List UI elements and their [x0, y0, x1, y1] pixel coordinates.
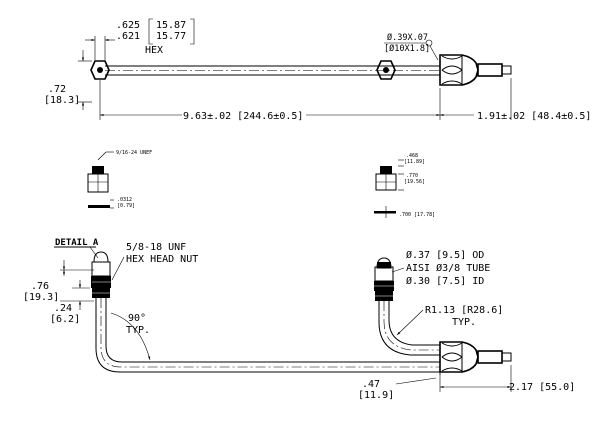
top-tube	[105, 65, 440, 76]
radius-typ: TYP.	[452, 317, 476, 328]
nut-washer-mm: [0.79]	[117, 203, 135, 209]
dim-24-mm: [6.2]	[50, 314, 80, 325]
nut-washer-in: .0312	[117, 197, 132, 203]
nut-label-line1: 5/8-18 UNF	[126, 242, 186, 253]
tube-callout: Ø.39X.07 [Ø10X1.8]	[384, 32, 439, 61]
angle-typ: TYP.	[126, 325, 150, 336]
top-view: .625 .621 15.87 15.77 HEX Ø.39X.07 [Ø10X…	[44, 18, 591, 122]
angle-label: 90°	[128, 313, 146, 324]
dim-217: 2.17 [55.0]	[440, 365, 575, 393]
dim-47-in: .47	[362, 379, 380, 390]
radius-label: R1.13 [R28.6]	[425, 305, 503, 316]
bottom-right-tube	[378, 301, 440, 356]
tube-label: AISI Ø3/8 TUBE	[406, 262, 490, 274]
nut-detail-left: 9/16-24 UNEF .0312 [0.79]	[87, 150, 152, 209]
bottom-right-end-fitting	[439, 341, 512, 373]
od-label: Ø.37 [9.5] OD	[406, 249, 484, 261]
tube-callout-mm: [Ø10X1.8]	[384, 43, 430, 54]
dim-76-in: .76	[31, 281, 49, 292]
main-length-text: 9.63±.02 [244.6±0.5]	[183, 111, 303, 122]
top-mid-hex-nut	[376, 60, 396, 80]
bottom-tube	[95, 298, 440, 373]
dim-76: .76 [19.3]	[23, 260, 94, 303]
dim-hex-mm-top: 15.87	[156, 20, 186, 31]
nut-right-dim2-mm: [19.56]	[404, 179, 425, 185]
nut-thread-label: 9/16-24 UNEF	[116, 150, 152, 156]
dim-47-mm: [11.9]	[358, 390, 394, 401]
right-length-text: 1.91±.02 [48.4±0.5]	[477, 111, 591, 122]
detail-a-label: DETAIL A	[55, 238, 99, 248]
nut-detail-right: .468 [11.89] .770 [19.56] .700 [17.78]	[374, 153, 435, 218]
dim-hex-width: .625 .621 15.87 15.77 HEX	[85, 18, 195, 60]
dim-left-height: .72 [18.3]	[44, 50, 92, 110]
top-left-hex-nut	[90, 60, 110, 80]
dim-right-length: 1.91±.02 [48.4±0.5]	[440, 78, 591, 122]
nut-right-dim2-in: .770	[406, 173, 418, 179]
left-height-in: .72	[48, 84, 66, 95]
bottom-left-fitting	[91, 251, 111, 298]
hex-label: HEX	[145, 45, 163, 56]
tube-callout-in: Ø.39X.07	[387, 32, 428, 43]
left-height-mm: [18.3]	[44, 95, 80, 106]
bottom-right-fitting	[374, 257, 394, 301]
dim-217-text: 2.17 [55.0]	[509, 382, 575, 393]
top-right-fitting	[439, 54, 512, 86]
dim-hex-in-bottom: .621	[116, 31, 140, 42]
dim-24-in: .24	[54, 303, 72, 314]
bottom-view: DETAIL A 5/8-18 UNF HEX HEAD NUT	[23, 238, 575, 401]
dim-hex-mm-bottom: 15.77	[156, 31, 186, 42]
dim-47: .47 [11.9]	[358, 362, 441, 401]
dim-24: .24 [6.2]	[50, 280, 90, 325]
dim-76-mm: [19.3]	[23, 292, 59, 303]
nut-right-dim1-in: .468	[406, 153, 418, 159]
nut-right-dim1-mm: [11.89]	[404, 159, 425, 165]
nut-label-line2: HEX HEAD NUT	[126, 254, 198, 265]
id-label: Ø.30 [7.5] ID	[406, 275, 484, 287]
dim-hex-in-top: .625	[116, 20, 140, 31]
nut-right-washer-dim: .700 [17.78]	[399, 212, 435, 218]
dim-main-length: 9.63±.02 [244.6±0.5]	[99, 80, 441, 122]
